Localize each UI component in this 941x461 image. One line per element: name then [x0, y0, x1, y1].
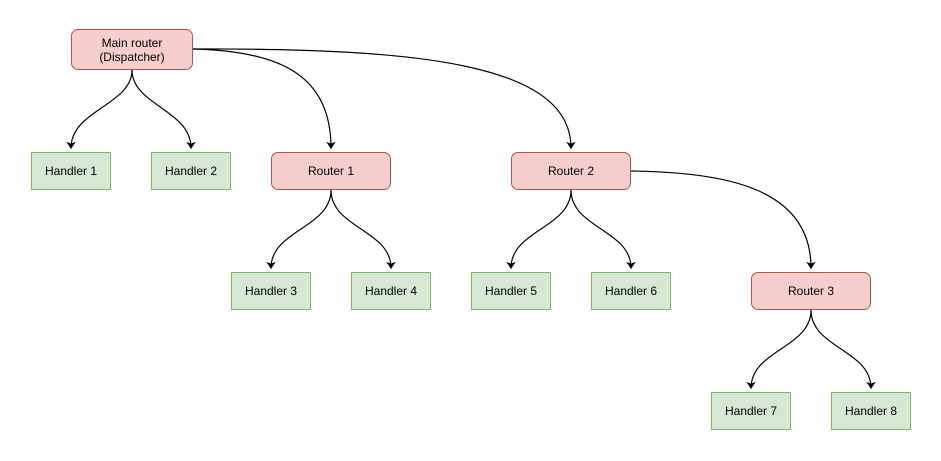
node-label-router-2: Router 2	[547, 164, 595, 178]
node-label-handler-5: Handler 5	[484, 284, 538, 298]
node-main-router[interactable]: Main router (Dispatcher)	[71, 29, 193, 70]
edge-main-to-router-1	[192, 48, 336, 149]
node-label-router-1: Router 1	[307, 164, 355, 178]
edge-main-to-handler-1	[66, 69, 133, 149]
edge-main-to-handler-2	[131, 69, 196, 149]
edge-router-2-to-handler-6	[570, 189, 636, 269]
node-label-handler-6: Handler 6	[604, 284, 658, 298]
node-handler-2[interactable]: Handler 2	[151, 152, 231, 190]
node-handler-5[interactable]: Handler 5	[471, 272, 551, 310]
node-handler-3[interactable]: Handler 3	[231, 272, 311, 310]
node-label-handler-7: Handler 7	[724, 404, 778, 418]
edge-main-to-router-2	[192, 48, 576, 149]
node-label-handler-8: Handler 8	[844, 404, 898, 418]
node-handler-7[interactable]: Handler 7	[711, 392, 791, 430]
edge-router-1-to-handler-3	[266, 189, 332, 269]
node-label-handler-2: Handler 2	[164, 164, 218, 178]
edge-router-2-to-router-3	[630, 170, 816, 269]
node-label-handler-1: Handler 1	[44, 164, 98, 178]
edge-router-3-to-handler-7	[746, 309, 812, 389]
node-router-1[interactable]: Router 1	[271, 152, 391, 190]
edge-router-2-to-handler-5	[506, 189, 572, 269]
node-handler-1[interactable]: Handler 1	[31, 152, 111, 190]
node-label-handler-3: Handler 3	[244, 284, 298, 298]
node-router-3[interactable]: Router 3	[751, 272, 871, 310]
node-label-main-router: Main router (Dispatcher)	[99, 35, 165, 64]
edges-group	[66, 48, 876, 389]
node-label-handler-4: Handler 4	[364, 284, 418, 298]
edge-router-1-to-handler-4	[330, 189, 396, 269]
node-handler-6[interactable]: Handler 6	[591, 272, 671, 310]
node-router-2[interactable]: Router 2	[511, 152, 631, 190]
node-label-router-3: Router 3	[787, 284, 835, 298]
node-handler-8[interactable]: Handler 8	[831, 392, 911, 430]
node-handler-4[interactable]: Handler 4	[351, 272, 431, 310]
edge-router-3-to-handler-8	[810, 309, 876, 389]
